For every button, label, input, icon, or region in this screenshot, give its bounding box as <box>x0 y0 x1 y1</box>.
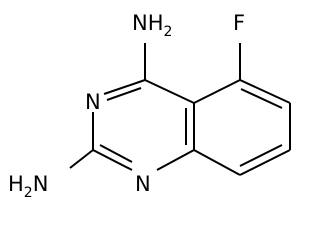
bond-n1-c8a <box>156 149 195 171</box>
bond-c2-n1-double <box>99 144 133 163</box>
bond-c2-nh2 <box>69 149 94 169</box>
bond-c5-c6 <box>239 79 291 104</box>
bonds <box>69 43 291 176</box>
atom-labels: NH2 F N N H2N <box>8 11 245 201</box>
amino-label-top: NH2 <box>132 11 172 40</box>
bond-c4-n3-double <box>106 87 142 101</box>
bond-c5-c6-double <box>240 88 283 109</box>
bond-c4a-c4 <box>144 79 195 104</box>
bond-c8-c8a <box>193 149 241 176</box>
bond-c4a-c5 <box>193 79 241 104</box>
bond-c7-c8 <box>239 149 291 176</box>
bond-c7-c8-double <box>239 144 283 167</box>
bond-c2-n1 <box>92 149 133 171</box>
amino-label-left: H2N <box>8 172 48 201</box>
ring-nitrogen-lower: N <box>135 172 151 196</box>
fluorine-label: F <box>233 11 245 35</box>
ring-nitrogen-upper: N <box>85 90 101 114</box>
bond-c4-n3 <box>103 79 146 95</box>
chemical-structure: NH2 F N N H2N <box>8 11 291 201</box>
